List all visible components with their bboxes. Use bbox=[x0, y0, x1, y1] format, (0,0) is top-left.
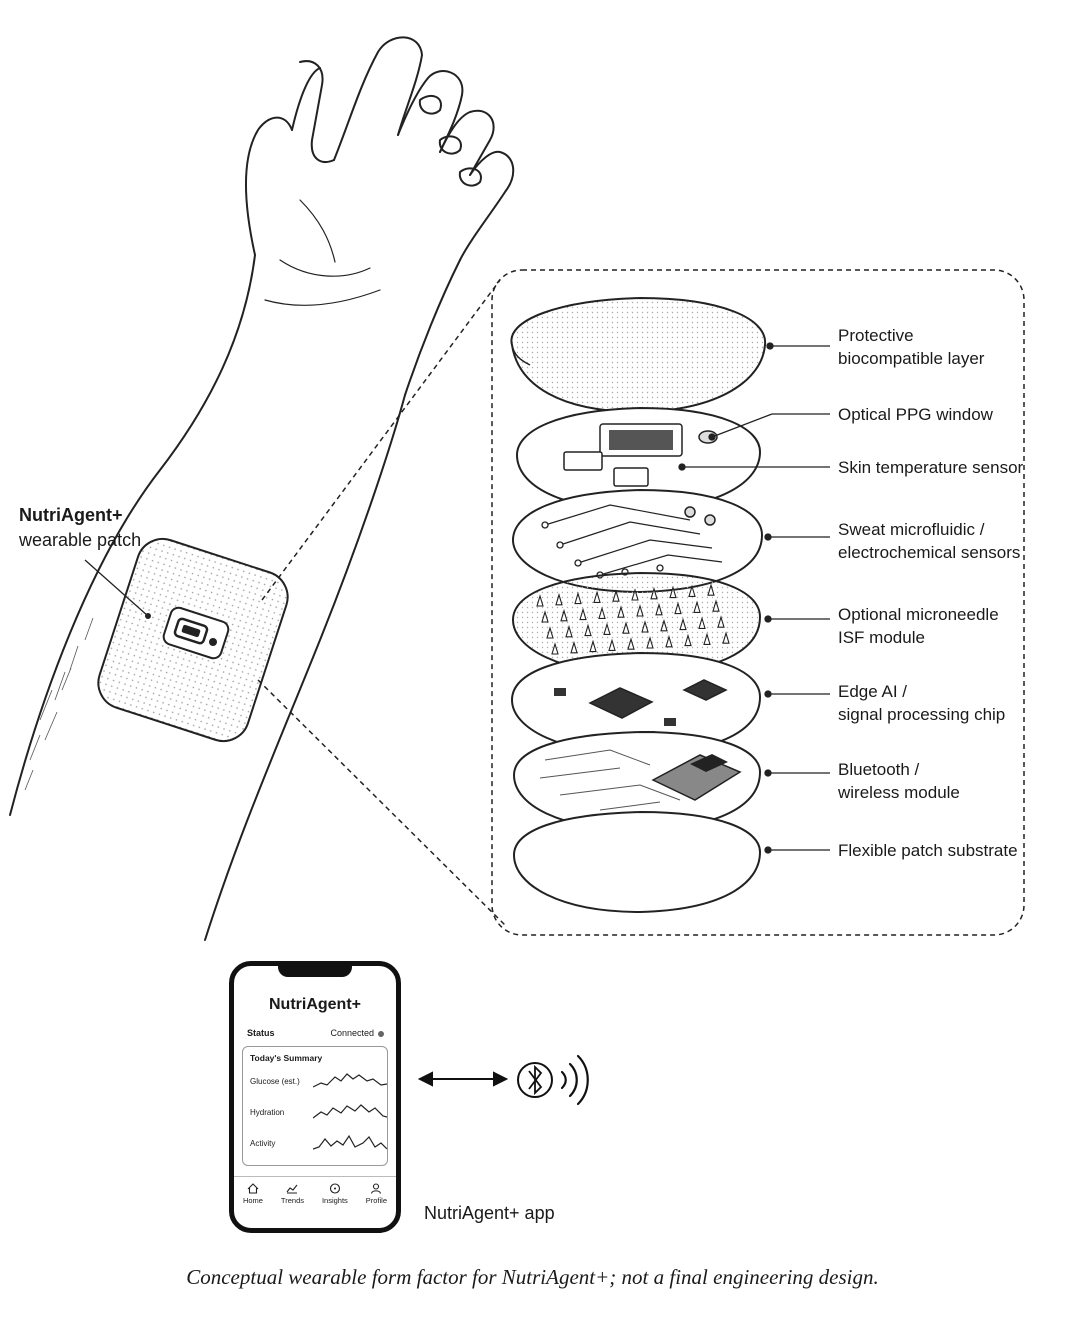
layer-substrate bbox=[512, 810, 762, 914]
layer-ppg-temp bbox=[515, 406, 762, 512]
microneedle bbox=[712, 599, 720, 612]
microneedle bbox=[693, 600, 701, 613]
microneedle bbox=[631, 588, 639, 601]
microneedle bbox=[593, 590, 601, 603]
microneedle bbox=[579, 607, 587, 621]
microneedle bbox=[717, 615, 725, 628]
microneedle bbox=[598, 606, 606, 619]
microneedle bbox=[589, 639, 597, 653]
microneedle bbox=[679, 617, 687, 631]
microneedle bbox=[669, 585, 677, 599]
microneedle bbox=[627, 637, 635, 650]
microneedle bbox=[674, 601, 682, 615]
microneedle bbox=[655, 602, 663, 616]
label-temp: Skin temperature sensor bbox=[838, 458, 1024, 477]
status-dot-icon bbox=[378, 1030, 384, 1037]
hydration-sparkline bbox=[313, 1104, 387, 1119]
microneedle bbox=[646, 636, 654, 649]
app-bottom-nav: Home Trends Insights Profile bbox=[234, 1176, 396, 1217]
nav-profile[interactable]: Profile bbox=[366, 1177, 387, 1217]
microneedle bbox=[722, 631, 730, 644]
label-ppg: Optical PPG window bbox=[838, 405, 993, 424]
sync-arrow bbox=[417, 1071, 509, 1087]
app-status-value: Connected bbox=[330, 1028, 384, 1038]
microneedle bbox=[612, 589, 620, 602]
microneedle bbox=[665, 634, 673, 648]
microneedle bbox=[570, 640, 578, 654]
microneedle bbox=[650, 586, 658, 600]
microneedle bbox=[574, 591, 582, 605]
microneedle bbox=[641, 620, 649, 633]
summary-card[interactable]: Today's Summary Glucose (est.) Hydration… bbox=[242, 1046, 388, 1166]
microneedle bbox=[660, 618, 668, 632]
microneedle bbox=[703, 632, 711, 645]
exploded-view-frame bbox=[491, 269, 1025, 936]
arm-hair-texture bbox=[24, 617, 94, 791]
nav-trends[interactable]: Trends bbox=[281, 1177, 304, 1217]
microneedle bbox=[688, 584, 696, 597]
app-title: NutriAgent+ bbox=[269, 996, 361, 1013]
nav-home[interactable]: Home bbox=[243, 1177, 263, 1217]
layer-microneedle bbox=[511, 571, 762, 676]
insights-icon bbox=[329, 1183, 340, 1194]
trends-icon bbox=[287, 1184, 298, 1194]
microneedle bbox=[560, 608, 568, 622]
microneedle bbox=[617, 605, 625, 618]
phone-notch bbox=[278, 965, 352, 977]
bluetooth-icon bbox=[517, 1062, 553, 1098]
app-status-label: Status bbox=[247, 1028, 275, 1038]
microneedle bbox=[698, 616, 706, 629]
activity-sparkline bbox=[313, 1134, 387, 1150]
arm-illustration bbox=[9, 36, 515, 941]
wireless-signal-icon bbox=[560, 1054, 589, 1106]
microneedle bbox=[565, 624, 573, 638]
nav-insights[interactable]: Insights bbox=[322, 1177, 348, 1217]
patch-title: NutriAgent+ bbox=[19, 505, 123, 525]
microneedle bbox=[603, 622, 611, 635]
microneedle bbox=[536, 594, 544, 607]
label-substrate: Flexible patch substrate bbox=[838, 841, 1018, 860]
callout-dash-top bbox=[261, 279, 501, 601]
microneedle bbox=[551, 642, 559, 655]
microneedle bbox=[684, 633, 692, 647]
glucose-sparkline bbox=[313, 1073, 387, 1088]
patch-leader-line bbox=[84, 559, 149, 617]
metric-hydration: Hydration bbox=[250, 1108, 285, 1117]
label-sweat: Sweat microfluidic /electrochemical sens… bbox=[838, 520, 1021, 562]
metric-activity: Activity bbox=[250, 1139, 276, 1148]
layer-leaders bbox=[678, 342, 830, 854]
callout-dash-bottom bbox=[257, 679, 506, 926]
patch-subtitle: wearable patch bbox=[19, 530, 142, 550]
microneedle bbox=[707, 583, 715, 596]
phone-mockup: NutriAgent+ Status Connected Today's Sum… bbox=[229, 961, 401, 1233]
patch-leader-dot bbox=[145, 613, 151, 619]
wearable-patch bbox=[97, 537, 289, 743]
microneedle bbox=[584, 623, 592, 637]
microneedle bbox=[622, 621, 630, 634]
home-icon bbox=[247, 1183, 259, 1194]
layer-protective bbox=[510, 296, 767, 414]
label-edge-ai: Edge AI /signal processing chip bbox=[838, 682, 1006, 724]
microneedle bbox=[636, 604, 644, 617]
connected-text: Connected bbox=[330, 1028, 374, 1038]
microneedle bbox=[555, 592, 563, 606]
patch-label: NutriAgent+ wearable patch bbox=[19, 503, 141, 553]
microneedle bbox=[541, 610, 549, 623]
profile-icon bbox=[371, 1183, 382, 1194]
summary-title: Today's Summary bbox=[250, 1053, 323, 1063]
figure-caption: Conceptual wearable form factor for Nutr… bbox=[186, 1265, 879, 1289]
microneedle bbox=[546, 626, 554, 639]
app-caption: NutriAgent+ app bbox=[424, 1203, 555, 1223]
metric-glucose: Glucose (est.) bbox=[250, 1077, 300, 1086]
microneedle bbox=[608, 638, 616, 651]
label-bluetooth: Bluetooth /wireless module bbox=[838, 760, 960, 802]
